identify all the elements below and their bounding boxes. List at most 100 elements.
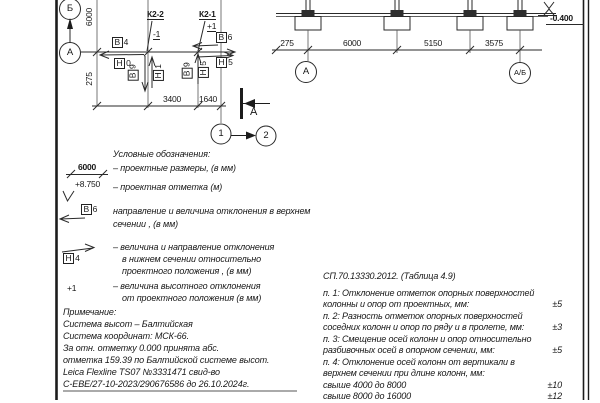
column-offset-k2-2: -1 xyxy=(153,29,161,40)
elev-dim-3575: 3575 xyxy=(484,38,504,48)
tolerances-block: СП.70.13330.2012. (Таблица 4.9) п. 1: От… xyxy=(323,271,562,403)
tolerance-value: ±12 xyxy=(547,391,562,401)
column-label-k2-1: К2-1 xyxy=(199,9,216,20)
mark-value: 5 xyxy=(228,57,233,67)
mark-value: 4 xyxy=(123,37,129,47)
plan-dim-6000: 6000 xyxy=(84,7,94,27)
mark-letter: Н xyxy=(114,58,126,69)
tolerance-text: разбивочных осей в опорном сечении, мм: xyxy=(323,345,495,355)
legend-sample-dim: 6000 xyxy=(77,162,97,172)
plan-axis-b-label: Б xyxy=(66,3,74,14)
tolerance-row: соседних колонн и опор по ряду и в проле… xyxy=(323,322,562,334)
plan-axis-1-label: 1 xyxy=(218,128,224,139)
mark-letter: В xyxy=(127,70,139,81)
tolerance-row: колонны и опор от проектных, мм: ±5 xyxy=(323,299,562,311)
mark-letter: Н xyxy=(63,253,75,264)
notes-line: С-ЕВЕ/27-10-2023/290676586 до 26.10.2024… xyxy=(63,379,250,389)
mark-letter: Н xyxy=(216,57,228,68)
tolerance-row: п. 4: Отклонение осей колонн от вертикал… xyxy=(323,357,562,369)
notes-line: Система высот – Балтийская xyxy=(63,319,193,329)
level-mark xyxy=(538,1,584,25)
mark-value: 9 xyxy=(181,62,192,68)
tolerance-value: ±10 xyxy=(547,379,562,390)
elevation-view-lines xyxy=(271,0,584,84)
mark-letter: Н xyxy=(197,66,209,78)
legend-item-5-line-1: – величина высотного отклонения xyxy=(113,281,261,291)
elevation-columns xyxy=(294,0,534,31)
legend-item-3-line-1: направление и величина отклонения в верх… xyxy=(113,206,311,216)
tolerance-text: свыше 8000 до 16000 xyxy=(323,391,411,401)
column-offset-k2-1: +1 xyxy=(207,21,217,32)
legend-sample-plus1: +1 xyxy=(67,283,77,293)
tolerance-text: п. 4: Отклонение осей колонн от вертикал… xyxy=(323,356,515,367)
legend-sample-elevation: +8.750 xyxy=(75,179,101,189)
tolerance-value xyxy=(558,368,562,380)
tolerance-text: колонны и опор от проектных, мм: xyxy=(323,299,470,309)
legend-item-4-line-2: в нижнем сечении относительно xyxy=(122,254,262,264)
mark-value: 9 xyxy=(127,64,138,70)
tolerance-row: п. 3: Смещение осей колонн и опор относи… xyxy=(323,334,562,346)
tolerance-value: ±3 xyxy=(552,322,562,332)
tolerance-value xyxy=(558,311,562,323)
tolerance-row: разбивочных осей в опорном сечении, мм: ±… xyxy=(323,345,562,357)
sheet-frame xyxy=(55,0,590,400)
tolerance-text: п. 2: Разность отметок опорных поверхнос… xyxy=(323,310,523,321)
tolerance-row: п. 1: Отклонение отметок опорных поверхн… xyxy=(323,288,562,300)
notes-line: Система координат: МСК-66. xyxy=(63,331,189,341)
tolerance-text: соседних колонн и опор по ряду и в проле… xyxy=(323,322,525,332)
tolerance-row: п. 2: Разность отметок опорных поверхнос… xyxy=(323,311,562,323)
legend-title: Условные обозначения: xyxy=(113,149,211,159)
tolerance-row: верхнем сечении при длине колонн, мм: xyxy=(323,368,562,380)
plan-dim-3400: 3400 xyxy=(162,94,182,104)
plan-axis-a-label: А xyxy=(66,47,74,58)
tolerance-value xyxy=(558,357,562,369)
plan-view-lines xyxy=(59,0,277,147)
plan-dim-1640: 1640 xyxy=(198,94,218,104)
tolerance-text: п. 1: Отклонение отметок опорных поверхн… xyxy=(323,287,535,298)
tolerance-value: ±5 xyxy=(552,345,562,355)
notes-line: За отн. отметку 0.000 принята абс. xyxy=(63,343,220,353)
tolerance-row: свыше 4000 до 8000±10 xyxy=(323,380,562,392)
mark-value: 6 xyxy=(227,32,233,42)
legend-item-2: – проектная отметка (м) xyxy=(113,182,223,192)
mark-letter: В xyxy=(81,204,92,215)
column-label-k2-2: К2-2 xyxy=(147,9,164,20)
elev-dim-275: 275 xyxy=(280,38,294,48)
tolerance-text: верхнем сечении при длине колонн, мм: xyxy=(323,368,485,378)
tolerance-text: п. 3: Смещение осей колонн и опор относи… xyxy=(323,333,532,344)
tolerance-value xyxy=(558,288,562,300)
elev-level-value: -0.400 xyxy=(550,13,573,23)
mark-letter: Н xyxy=(152,69,164,81)
elev-axis-ab-label: А/Б xyxy=(513,68,526,77)
tolerance-row: свыше 8000 до 16000 ±12 xyxy=(323,391,562,403)
mark-letter: В xyxy=(112,37,123,48)
legend-item-5-line-2: от проектного положения (в мм) xyxy=(122,293,262,303)
plan-dim-275: 275 xyxy=(84,72,94,86)
tolerance-value: ±5 xyxy=(552,299,562,309)
mark-letter: В xyxy=(181,68,193,79)
tolerance-value xyxy=(558,334,562,346)
plan-axis-2-label: 2 xyxy=(263,130,269,141)
elev-dim-5150: 5150 xyxy=(423,38,443,48)
mark-value: 5 xyxy=(197,61,208,66)
notes-line: Leica Flexline TS07 №3331471 свид-во xyxy=(63,367,220,377)
tolerances-heading: СП.70.13330.2012. (Таблица 4.9) xyxy=(323,271,456,281)
section-view-label: А xyxy=(250,106,258,118)
legend-item-1: – проектные размеры, (в мм) xyxy=(113,163,236,173)
elev-axis-a-label: А xyxy=(302,66,310,77)
notes-title: Примечание: xyxy=(63,307,117,317)
legend-item-3-line-2: сечении , (в мм) xyxy=(113,219,179,229)
mark-value: 6 xyxy=(92,204,98,214)
mark-letter: В xyxy=(216,32,227,43)
mark-value: 0 xyxy=(126,58,131,68)
